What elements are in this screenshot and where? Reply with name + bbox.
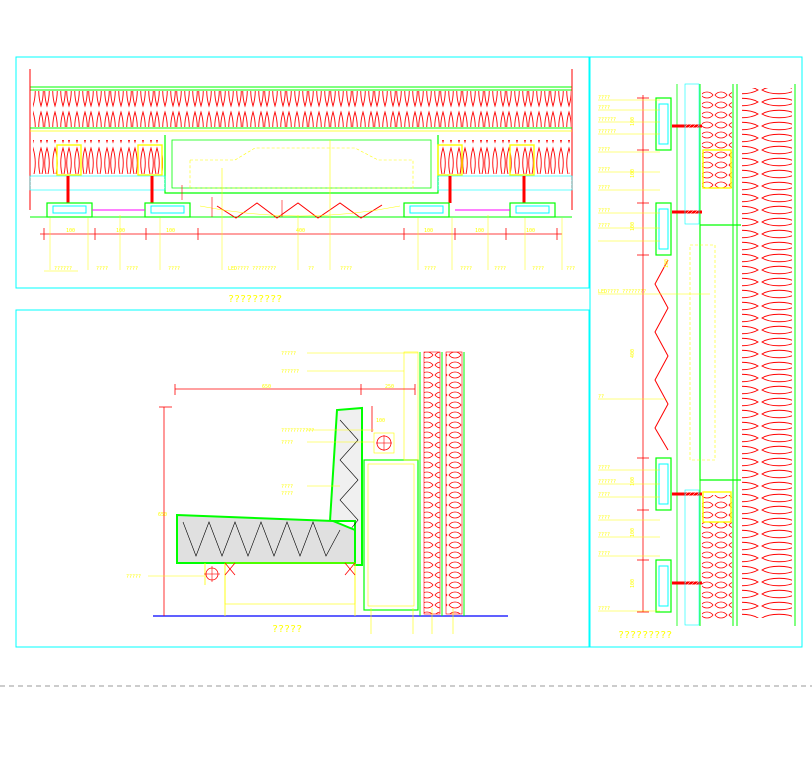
right-dim-7: 100: [630, 579, 636, 588]
right-dim-3: 100: [630, 222, 636, 231]
seat-callout-1: ?????: [281, 351, 296, 357]
ceiling-section-drawing: [29, 69, 573, 270]
caption-wall-section: ?????????: [618, 630, 672, 641]
top-callout-2: ????: [96, 266, 108, 272]
top-callout-5: LED???? ????????: [228, 266, 276, 272]
seat-width-b: 250: [385, 384, 394, 390]
top-dimension-labels: 100 100 100 400 100 100 100: [66, 228, 535, 234]
top-callout-11: ????: [532, 266, 544, 272]
top-dim-5: 100: [424, 228, 433, 234]
right-callout-7: ????: [598, 185, 610, 191]
right-callout-6: ????: [598, 167, 610, 173]
right-callout-14: ????: [598, 492, 610, 498]
right-dim-5: 100: [630, 477, 636, 486]
panel-right-frame: [589, 56, 803, 648]
right-callout-10: LED???? ????????: [598, 289, 646, 295]
right-callout-18: ????: [598, 606, 610, 612]
right-callout-12: ????: [598, 465, 610, 471]
top-callout-1: ??????: [54, 266, 72, 272]
seat-callout-labels: ????? ?????? ??????????? ???? ???? ???? …: [126, 351, 314, 580]
seat-dimension-labels: 650 250 650 100: [158, 384, 394, 518]
top-callout-3: ????: [126, 266, 138, 272]
right-dim-6: 100: [630, 528, 636, 537]
top-callout-6: ??: [308, 266, 314, 272]
right-callout-13: ??????: [598, 479, 616, 485]
top-dim-2: 100: [116, 228, 125, 234]
top-dim-4: 400: [296, 228, 305, 234]
top-dim-3: 100: [166, 228, 175, 234]
right-callout-17: ????: [598, 551, 610, 557]
seat-callout-6: ????: [281, 491, 293, 497]
wall-section-drawing: [598, 83, 796, 626]
right-callout-3: ??????: [598, 117, 616, 123]
panel-top-left-frame: [15, 56, 590, 289]
top-dim-7: 100: [526, 228, 535, 234]
top-dim-1: 100: [66, 228, 75, 234]
right-callout-2: ????: [598, 105, 610, 111]
top-callout-12: ???: [566, 266, 575, 272]
seat-callout-3: ???????????: [281, 428, 314, 434]
top-callout-9: ????: [460, 266, 472, 272]
seat-section-drawing: [148, 351, 508, 634]
right-dim-4: 400: [630, 349, 636, 358]
right-dim-8: 100: [664, 259, 670, 268]
right-callout-1: ????: [598, 95, 610, 101]
right-callout-8: ????: [598, 208, 610, 214]
right-dim-1: 100: [630, 117, 636, 126]
top-callout-7: ????: [340, 266, 352, 272]
right-dim-2: 100: [630, 169, 636, 178]
seat-small-dim: 100: [376, 418, 385, 424]
seat-callout-7: ?????: [126, 574, 141, 580]
right-callout-16: ????: [598, 532, 610, 538]
seat-width-a: 650: [262, 384, 271, 390]
seat-callout-5: ????: [281, 484, 293, 490]
right-dimension-labels: 100 100 100 400 100 100 100 100: [630, 117, 670, 588]
top-callout-10: ????: [494, 266, 506, 272]
right-callout-4: ??????: [598, 129, 616, 135]
right-callout-labels: ???? ???? ?????? ?????? ???? ???? ???? ?…: [598, 95, 646, 612]
top-callout-4: ????: [168, 266, 180, 272]
right-callout-5: ????: [598, 147, 610, 153]
seat-callout-2: ??????: [281, 369, 299, 375]
top-callout-8: ????: [424, 266, 436, 272]
seat-callout-4: ????: [281, 440, 293, 446]
panel-bottom-left-frame: [15, 309, 590, 648]
right-callout-11: ??: [598, 394, 604, 400]
top-dim-6: 100: [475, 228, 484, 234]
seat-height: 650: [158, 512, 167, 518]
right-callout-15: ????: [598, 515, 610, 521]
top-callout-labels: ?????? ???? ???? ???? LED???? ???????? ?…: [44, 266, 575, 272]
caption-seat-section: ?????: [272, 624, 302, 635]
caption-ceiling-section: ?????????: [228, 294, 282, 305]
right-callout-9: ????: [598, 223, 610, 229]
